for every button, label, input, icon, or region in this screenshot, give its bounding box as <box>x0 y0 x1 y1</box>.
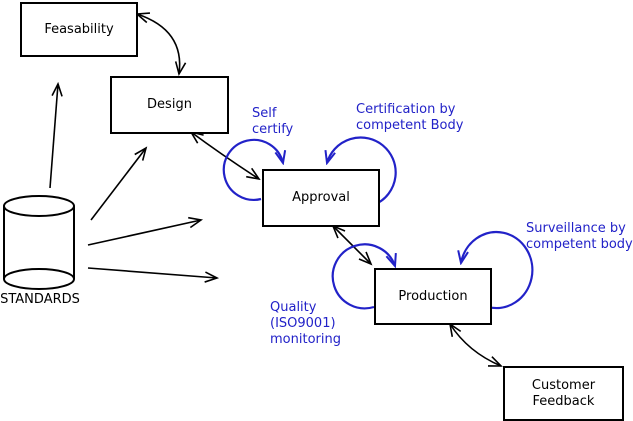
self-certify-annotation: Self certify <box>252 106 293 138</box>
surveillance-annotation: Surveillance by competent body <box>526 221 633 253</box>
design-box: Design <box>110 76 229 134</box>
self-certify-line1: Self <box>252 106 277 121</box>
self-certify-loop <box>222 138 283 201</box>
certification-line1: Certification by <box>356 102 456 117</box>
certification-loop <box>327 136 397 205</box>
approval-box: Approval <box>262 169 380 227</box>
certification-annotation: Certification by competent Body <box>356 102 463 134</box>
customer-feedback-label-line1: Customer <box>531 377 596 393</box>
surveillance-line1: Surveillance by <box>526 221 626 236</box>
quality-line3: monitoring <box>270 332 341 347</box>
standards-cylinder <box>3 195 75 290</box>
standards-design-arrow <box>90 148 146 221</box>
self-certify-line2: certify <box>252 122 294 137</box>
standards-label: STANDARDS <box>0 292 80 307</box>
quality-annotation: Quality (ISO9001) monitoring <box>270 300 341 348</box>
standards-feasability-arrow <box>49 84 58 189</box>
feasability-box: Feasability <box>20 2 138 57</box>
quality-line1: Quality <box>270 300 317 315</box>
quality-loop <box>331 243 395 310</box>
standards-approval-arrow <box>87 220 201 246</box>
quality-line2: (ISO9001) <box>270 316 336 331</box>
design-label: Design <box>147 97 192 112</box>
feasability-design-arrow <box>137 14 180 74</box>
surveillance-line2: competent body <box>526 237 633 252</box>
feasability-label: Feasability <box>44 21 114 37</box>
production-box: Production <box>374 268 492 325</box>
cylinder-bottom-ellipse <box>3 268 75 290</box>
production-feedback-arrow <box>450 324 501 366</box>
customer-feedback-label-line2: Feedback <box>532 393 595 409</box>
cylinder-top-ellipse <box>3 195 75 217</box>
approval-label: Approval <box>292 190 350 205</box>
design-approval-arrow <box>191 132 259 179</box>
production-label: Production <box>398 288 468 304</box>
approval-production-arrow <box>333 226 371 264</box>
standards-production-arrow <box>87 267 217 278</box>
surveillance-loop <box>461 231 534 310</box>
certification-line2: competent Body <box>356 118 464 133</box>
customer-feedback-box: Customer Feedback <box>503 366 624 421</box>
